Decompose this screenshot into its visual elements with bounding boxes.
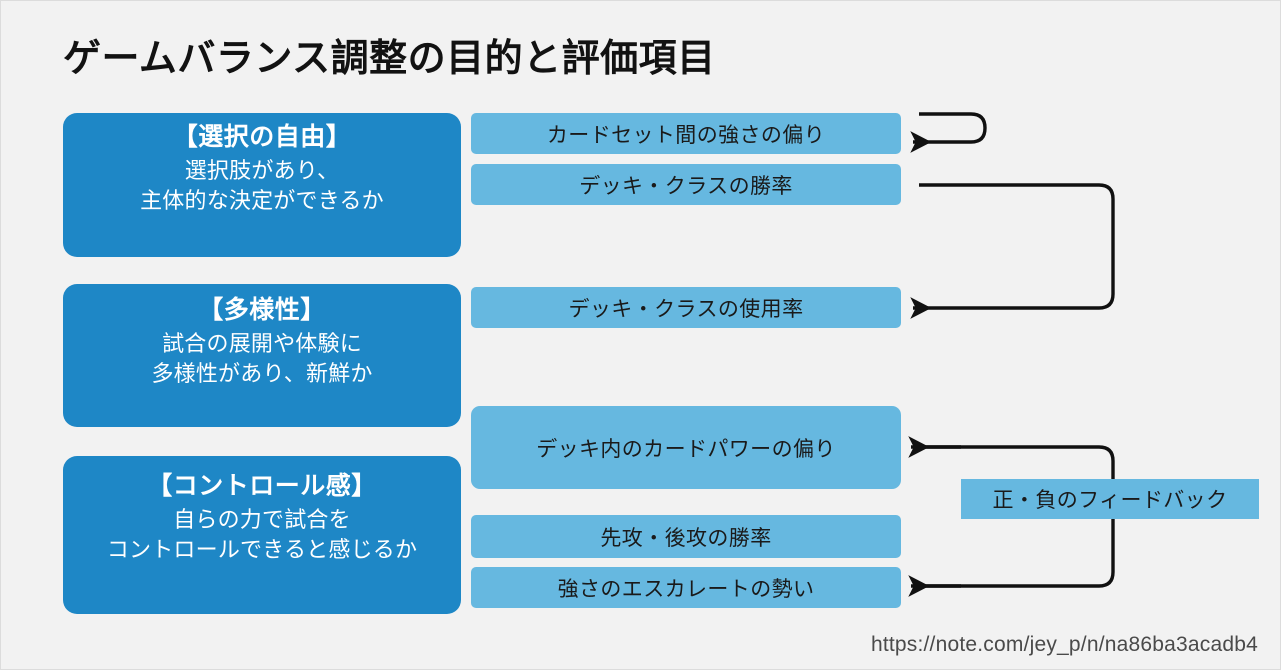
arrow-winrate-to-usagerate [910,183,1115,319]
metric-chip-card-power: デッキ内のカードパワーの偏り [471,406,901,489]
principle-card-freedom: 【選択の自由】 選択肢があり、 主体的な決定ができるか [63,113,461,257]
source-url: https://note.com/jey_p/n/na86ba3acadb4 [870,633,1258,656]
principle-description-freedom: 選択肢があり、 主体的な決定ができるか [73,156,451,216]
arrow-setbias-selfloop [910,112,987,153]
page-title: ゲームバランス調整の目的と評価項目 [63,38,716,80]
principle-description-control: 自らの力で試合を コントロールできると感じるか [73,505,451,565]
principle-description-line: 選択肢があり、 [184,158,340,183]
principle-description-variety: 試合の展開や体験に 多様性があり、新鮮か [73,329,451,389]
metric-chip-escalation: 強さのエスカレートの勢い [471,567,901,608]
principle-title-freedom: 【選択の自由】 [172,123,352,151]
principle-description-line: 多様性があり、新鮮か [151,360,373,386]
principle-title-control: 【コントロール感】 [147,472,377,500]
principle-description-line: 自らの力で試合を [173,507,351,532]
principle-title-variety: 【多様性】 [198,296,326,324]
principle-card-variety: 【多様性】 試合の展開や体験に 多様性があり、新鮮か [63,284,461,427]
metric-chip-win-rate: デッキ・クラスの勝率 [471,164,901,205]
feedback-label-chip: 正・負のフィードバック [961,479,1259,519]
metric-chip-set-bias: カードセット間の強さの偏り [471,113,901,154]
principle-card-control: 【コントロール感】 自らの力で試合を コントロールできると感じるか [63,456,461,614]
principle-description-line: コントロールできると感じるか [106,536,418,562]
principle-description-line: 試合の展開や体験に [162,331,362,356]
principle-description-line: 主体的な決定ができるか [140,187,384,213]
metric-chip-turn-order: 先攻・後攻の勝率 [471,515,901,558]
metric-chip-usage-rate: デッキ・クラスの使用率 [471,287,901,328]
